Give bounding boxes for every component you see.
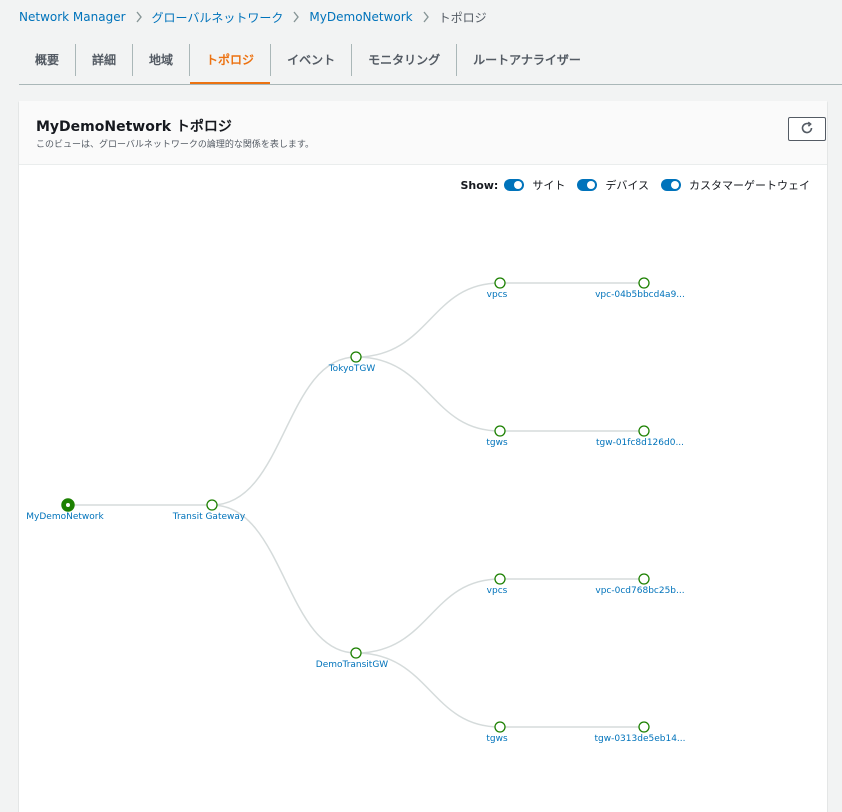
show-filter-bar: Show: サイト デバイス カスタマーゲートウェイ bbox=[460, 177, 810, 193]
node-label: TokyoTGW bbox=[328, 364, 376, 374]
breadcrumb-current: トポロジ bbox=[438, 10, 487, 25]
breadcrumb-network-manager[interactable]: Network Manager bbox=[19, 10, 126, 24]
node-marker bbox=[494, 277, 506, 289]
node-demo-vpcs[interactable]: vpcs bbox=[487, 573, 508, 596]
node-marker bbox=[206, 499, 218, 511]
node-marker bbox=[350, 351, 362, 363]
node-transit-gateway[interactable]: Transit Gateway bbox=[172, 499, 246, 522]
tab-route-analyzer[interactable]: ルートアナライザー bbox=[473, 53, 581, 67]
node-label: tgws bbox=[486, 734, 508, 744]
tabs-divider bbox=[19, 84, 842, 85]
topology-panel: MyDemoNetwork トポロジ このビューは、グローバルネットワークの論理… bbox=[19, 101, 827, 812]
node-label: vpcs bbox=[487, 290, 508, 300]
node-vpc-04b5bbcd4a9[interactable]: vpc-04b5bbcd4a9... bbox=[595, 277, 685, 300]
chevron-right-icon bbox=[135, 11, 143, 23]
node-marker bbox=[638, 277, 650, 289]
chevron-right-icon bbox=[422, 11, 430, 23]
toggle-devices[interactable] bbox=[577, 179, 598, 191]
breadcrumb-mydemonetwork[interactable]: MyDemoNetwork bbox=[309, 10, 413, 24]
node-label: vpcs bbox=[487, 586, 508, 596]
tab-topology[interactable]: トポロジ bbox=[190, 44, 272, 84]
panel-header: MyDemoNetwork トポロジ このビューは、グローバルネットワークの論理… bbox=[19, 101, 827, 165]
node-marker bbox=[494, 721, 506, 733]
refresh-button[interactable] bbox=[788, 117, 826, 141]
edge-demo-vpcs bbox=[355, 578, 501, 654]
tab-details[interactable]: 詳細 bbox=[76, 44, 134, 76]
tab-events[interactable]: イベント bbox=[271, 44, 353, 76]
topology-edges bbox=[68, 282, 644, 728]
node-label: tgws bbox=[486, 438, 508, 448]
node-tgw-0313de5eb14[interactable]: tgw-0313de5eb14... bbox=[594, 721, 686, 744]
toggle-devices-label: デバイス bbox=[605, 179, 649, 192]
node-marker bbox=[350, 647, 362, 659]
refresh-icon bbox=[800, 120, 814, 139]
node-mydemonetwork[interactable]: MyDemoNetwork bbox=[26, 498, 104, 522]
edge-transit-demo bbox=[211, 504, 357, 654]
node-tokyotgw[interactable]: TokyoTGW bbox=[328, 351, 376, 374]
show-label: Show: bbox=[460, 178, 499, 192]
node-label: tgw-0313de5eb14... bbox=[594, 734, 685, 744]
node-tokyo-tgws[interactable]: tgws bbox=[486, 425, 508, 448]
node-tgw-01fc8d126d0[interactable]: tgw-01fc8d126d0... bbox=[596, 425, 684, 448]
node-label: Transit Gateway bbox=[172, 512, 246, 522]
panel-description: このビューは、グローバルネットワークの論理的な関係を表します。 bbox=[36, 140, 315, 150]
tab-monitoring[interactable]: モニタリング bbox=[352, 44, 458, 76]
toggle-sites-label: サイト bbox=[532, 179, 566, 192]
node-marker bbox=[494, 425, 506, 437]
edge-tokyo-tgws bbox=[355, 356, 501, 432]
tab-geography[interactable]: 地域 bbox=[133, 44, 191, 76]
node-label: tgw-01fc8d126d0... bbox=[596, 438, 684, 448]
edge-transit-tokyo bbox=[211, 356, 357, 506]
node-label: vpc-0cd768bc25b... bbox=[595, 586, 684, 596]
edge-tokyo-vpcs bbox=[355, 282, 501, 358]
toggle-sites[interactable] bbox=[504, 179, 525, 191]
chevron-right-icon bbox=[292, 11, 300, 23]
node-marker-dot bbox=[66, 503, 70, 507]
panel-title: MyDemoNetwork トポロジ bbox=[36, 119, 232, 135]
tab-overview[interactable]: 概要 bbox=[19, 44, 77, 76]
tab-bar: 概要 詳細 地域 トポロジ イベント モニタリング ルートアナライザー bbox=[19, 44, 597, 84]
node-tokyo-vpcs[interactable]: vpcs bbox=[487, 277, 508, 300]
node-demotransitgw[interactable]: DemoTransitGW bbox=[316, 647, 389, 670]
node-marker bbox=[494, 573, 506, 585]
node-marker bbox=[638, 573, 650, 585]
edge-demo-tgws bbox=[355, 652, 501, 728]
node-label: DemoTransitGW bbox=[316, 660, 389, 670]
node-demo-tgws[interactable]: tgws bbox=[486, 721, 508, 744]
node-label: MyDemoNetwork bbox=[26, 512, 104, 522]
node-marker bbox=[638, 721, 650, 733]
breadcrumb: Network Manager グローバルネットワーク MyDemoNetwor… bbox=[19, 8, 487, 26]
node-marker bbox=[638, 425, 650, 437]
node-label: vpc-04b5bbcd4a9... bbox=[595, 290, 685, 300]
toggle-customer-gateways[interactable] bbox=[661, 179, 681, 191]
toggle-customer-gateways-label: カスタマーゲートウェイ bbox=[689, 179, 810, 192]
breadcrumb-global-network[interactable]: グローバルネットワーク bbox=[151, 10, 284, 25]
node-vpc-0cd768bc25b[interactable]: vpc-0cd768bc25b... bbox=[595, 573, 685, 596]
